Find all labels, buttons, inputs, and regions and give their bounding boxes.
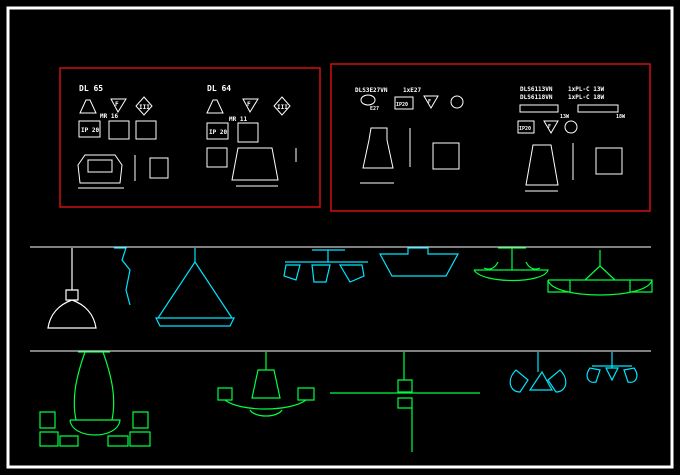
class-iii-icon (135, 96, 153, 116)
fixture-section (525, 144, 559, 186)
beam-angle-icon (108, 120, 130, 140)
ip-label: IP20 (519, 126, 531, 132)
wall-bracket-lamp (114, 247, 131, 306)
model-label: DLS6113VN (520, 86, 553, 93)
semi-flush-bowl (473, 247, 549, 282)
large-chandelier-green (39, 351, 151, 447)
pendant-chandelier-cyan (155, 248, 235, 327)
model-label: DL 64 (207, 84, 231, 93)
fixture-section (362, 127, 394, 169)
bulb-label: E27 (370, 106, 379, 112)
lamp-type-label: MR 11 (229, 116, 247, 123)
chandelier-arms-green (217, 352, 315, 417)
model-label: DLS3E27VN (355, 87, 388, 94)
lamp-spec-label: 1xE27 (403, 87, 421, 94)
ip-box (78, 120, 101, 138)
ceiling-lamp-cups (283, 249, 368, 283)
bulb-icon (360, 94, 376, 106)
chandelier-bowl-green (547, 250, 653, 296)
ip-box (517, 120, 535, 134)
pl-c-tube-icon (577, 104, 619, 113)
rating-label: F (115, 101, 119, 108)
panel-right: DLS3E27VN 1xE27 E27 IP20 F DLS6113VN 1xP… (330, 63, 651, 212)
class-label: III (139, 104, 150, 111)
ip-label: IP 20 (209, 129, 227, 136)
panel-left-border (59, 67, 321, 208)
fixture-section (77, 154, 123, 184)
lamp-icon (206, 99, 224, 114)
f-rating-icon (423, 95, 439, 109)
symbol-box (432, 142, 460, 170)
fixture-section (231, 147, 279, 181)
ceiling-fan (330, 352, 480, 452)
ip-label: IP20 (396, 102, 408, 108)
ip-label: IP 20 (81, 127, 99, 134)
f-rating-icon (110, 98, 127, 114)
drawing-frame (6, 6, 674, 469)
tube-label: 13W (560, 114, 570, 120)
small-three-arm-lamp (586, 352, 638, 383)
model-label: DLS6118VN (520, 94, 553, 101)
cutout-icon (135, 120, 157, 140)
pl-c-tube-icon (519, 104, 559, 113)
model-label: DL 65 (79, 84, 103, 93)
tube-label: 18W (616, 114, 626, 120)
earth-icon (450, 95, 464, 109)
class-label: III (277, 104, 288, 111)
panel-right-border (330, 63, 651, 212)
lamp-spec-label: 1xPL-C 18W (568, 94, 605, 101)
lamp-spec-label: 1xPL-C 13W (568, 86, 605, 93)
ip-box (206, 122, 229, 140)
rating-label: F (428, 99, 431, 105)
class-iii-icon (273, 96, 291, 116)
f-rating-icon (242, 98, 259, 114)
pendant-lamp-white (47, 248, 97, 329)
f-rating-icon (543, 120, 559, 134)
three-arm-lamp (509, 352, 567, 393)
earth-icon (564, 120, 578, 134)
symbol-box (149, 157, 169, 179)
panel-left: DL 65 F III MR 16 IP 20 DL 64 F III MR 1… (59, 67, 321, 208)
cutout-icon (206, 147, 228, 168)
symbol-box (595, 147, 623, 175)
rating-label: F (247, 101, 251, 108)
flush-mount-bowl (378, 247, 460, 277)
lamp-type-label: MR 16 (100, 113, 118, 120)
ip-box (394, 96, 414, 110)
rating-label: F (548, 124, 551, 130)
lamp-icon (79, 99, 97, 114)
beam-angle-icon (237, 122, 259, 143)
